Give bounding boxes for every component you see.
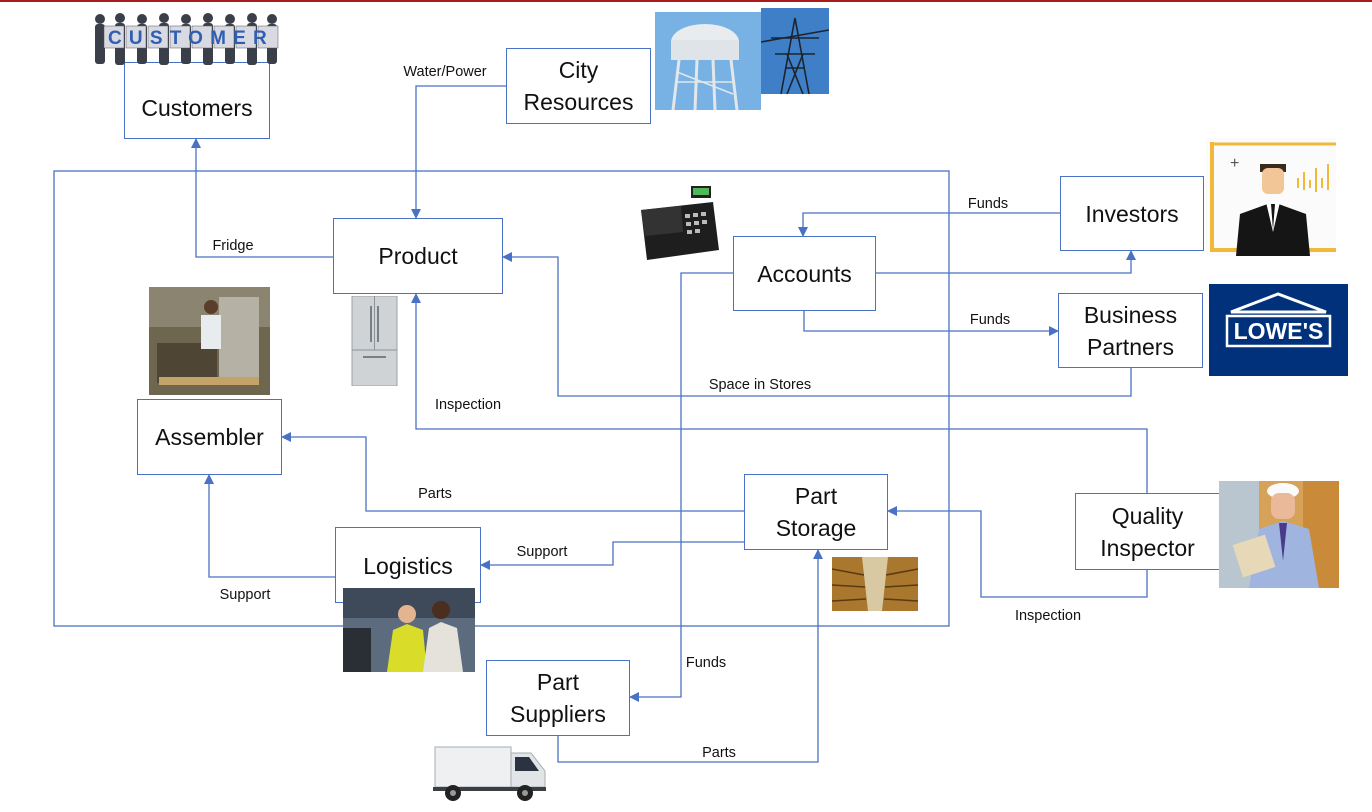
label-parts-suppliers: Parts	[702, 745, 736, 761]
node-part-suppliers: Part Suppliers	[486, 660, 630, 736]
label-water-power: Water/Power	[403, 64, 487, 80]
edge-fridge	[191, 138, 333, 258]
delivery-truck-image	[431, 741, 548, 803]
node-product: Product	[333, 218, 503, 294]
edge-funds-partners	[803, 310, 1059, 336]
power-pylon-image	[761, 8, 829, 94]
node-assembler: Assembler	[137, 399, 282, 475]
label-support-assembler: Support	[219, 587, 271, 603]
assembler-worker-image	[149, 287, 270, 395]
svg-text:+: +	[1230, 155, 1239, 172]
label-inspection-storage: Inspection	[1014, 608, 1082, 624]
customers-crowd-image: CUSTOMER	[90, 10, 282, 72]
label-space-in-stores: Space in Stores	[708, 377, 812, 393]
system-boundary	[53, 170, 950, 627]
node-accounts: Accounts	[733, 236, 876, 311]
label-parts-assembler: Parts	[418, 486, 452, 502]
edge-inspection-storage	[887, 506, 1148, 598]
node-part-storage: Part Storage	[744, 474, 888, 550]
edge-space-in-stores	[502, 252, 1132, 397]
edge-parts-suppliers	[557, 549, 823, 763]
edge-support-assembler	[204, 474, 335, 578]
edge-funds-investors	[798, 212, 1060, 237]
label-funds-partners: Funds	[969, 312, 1011, 328]
edge-water-power	[411, 85, 506, 219]
logistics-staff-image	[343, 588, 475, 672]
warehouse-storage-image	[832, 557, 918, 611]
node-city-resources: City Resources	[506, 48, 651, 124]
investor-image: +	[1206, 138, 1336, 256]
water-tower-image	[655, 12, 761, 110]
fridge-image	[351, 296, 398, 386]
label-funds-suppliers: Funds	[685, 655, 727, 671]
label-funds-investors: Funds	[967, 196, 1009, 212]
lowes-logo-image: LOWE'S	[1209, 284, 1348, 376]
node-investors: Investors	[1060, 176, 1204, 251]
edge-inspection-product	[411, 293, 1148, 493]
top-rule	[0, 0, 1372, 2]
label-fridge: Fridge	[212, 238, 254, 254]
edge-parts-assembler	[281, 432, 744, 512]
node-business-partners: Business Partners	[1058, 293, 1203, 368]
cash-register-image	[633, 180, 723, 264]
svg-text:CUSTOMER: CUSTOMER	[108, 28, 274, 49]
node-customers: Customers	[124, 62, 270, 139]
quality-inspector-image	[1219, 481, 1339, 588]
label-support-logistics: Support	[516, 544, 568, 560]
label-inspection-product: Inspection	[434, 397, 502, 413]
edge-support-logistics	[480, 541, 744, 570]
edge-funds-suppliers	[629, 272, 733, 702]
node-quality-inspector: Quality Inspector	[1075, 493, 1220, 570]
edge-accounts-investors	[876, 250, 1136, 274]
svg-text:LOWE'S: LOWE'S	[1234, 318, 1324, 344]
